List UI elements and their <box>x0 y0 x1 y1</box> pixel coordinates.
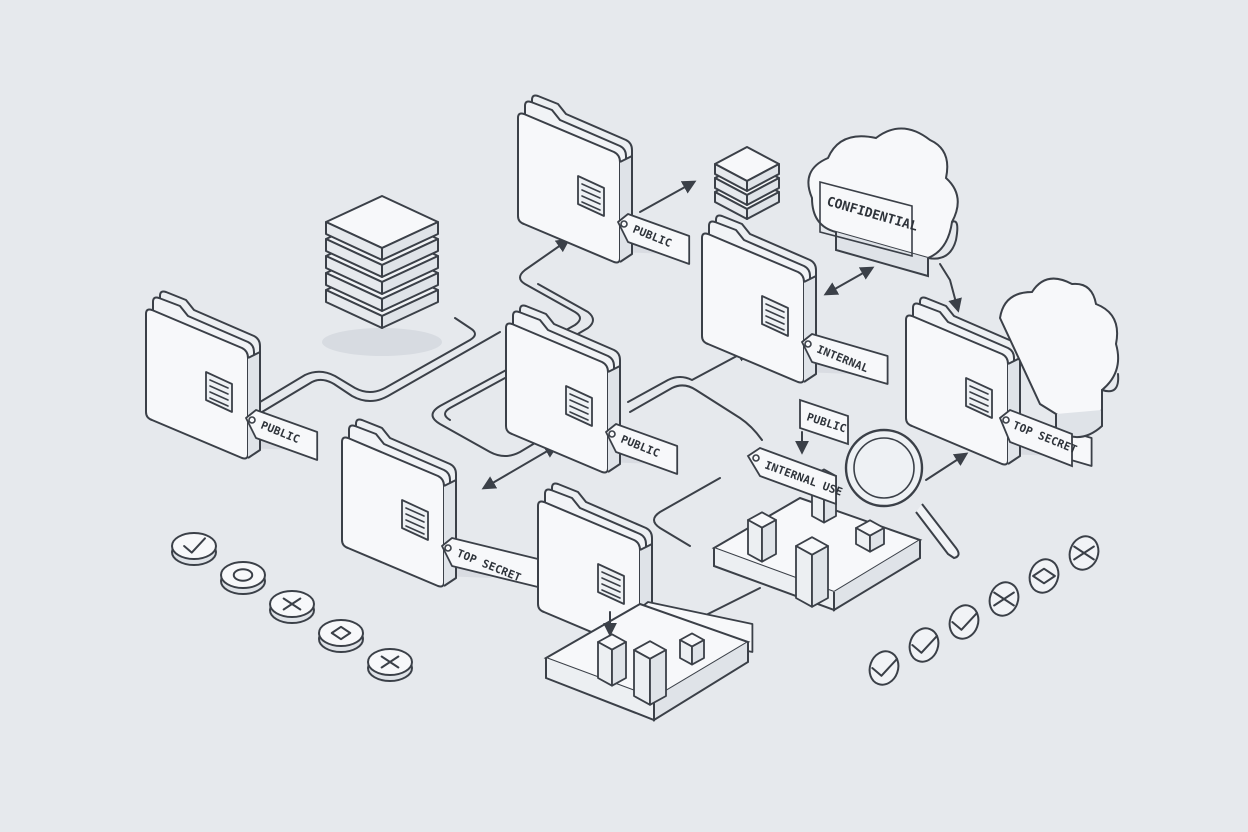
document-icon <box>565 385 593 427</box>
database-layer <box>714 146 780 192</box>
cloud-icon <box>998 277 1120 438</box>
connector <box>254 317 476 406</box>
connector <box>519 238 581 351</box>
check-icon <box>908 627 940 663</box>
connector <box>707 587 761 615</box>
folders: PUBLIC PUBLIC PUBLIC TOP SECRET INTERNAL INTE… <box>145 94 1093 653</box>
confidential-cloud: CONFIDENTIAL <box>807 127 959 278</box>
double-arrow <box>823 266 875 296</box>
connector <box>925 452 969 481</box>
cross-icon <box>269 590 315 624</box>
small-database-icon <box>714 146 780 220</box>
connector <box>627 348 751 403</box>
bar-pillar <box>679 632 705 666</box>
connectors <box>254 180 969 615</box>
bar-pillars <box>597 431 885 706</box>
folder-right-mid: INTERNAL <box>701 214 889 385</box>
bar-pillar <box>795 536 829 608</box>
bar-pillar <box>747 511 777 563</box>
platform-tag-internal: INTERNAL USE <box>746 446 844 506</box>
folder-tag: INTERNAL <box>801 333 889 385</box>
document-icon <box>965 377 993 419</box>
folder-tag: TOP SECRET <box>441 537 543 589</box>
square-icon <box>318 619 364 653</box>
connector <box>261 331 501 413</box>
circle-icon <box>220 561 266 595</box>
bar-pillar <box>597 633 627 687</box>
folder-left: PUBLIC <box>145 290 319 461</box>
connector <box>444 377 506 421</box>
status-icons-right <box>868 535 1100 686</box>
square-icon <box>1028 558 1060 594</box>
check-icon <box>948 604 980 640</box>
bar-pillar <box>855 519 885 553</box>
folder-mid-left: TOP SECRET <box>341 418 543 589</box>
double-arrow <box>481 444 559 490</box>
folder-icon <box>505 322 621 474</box>
check-icon <box>868 650 900 686</box>
folder-tag: PUBLIC <box>245 409 319 461</box>
bar-pillar <box>633 640 667 706</box>
cross-icon <box>988 581 1020 617</box>
cross-icon <box>1068 535 1100 571</box>
cross-icon <box>367 648 413 682</box>
document-icon <box>401 499 429 541</box>
connector <box>653 477 721 547</box>
folder-tag: PUBLIC <box>605 423 679 475</box>
connector <box>537 283 594 357</box>
check-icon <box>171 532 217 566</box>
folder-icon <box>517 112 633 264</box>
status-icons-left <box>171 532 413 682</box>
folder-top: PUBLIC <box>517 94 691 265</box>
connector <box>629 384 763 441</box>
folder-tag: PUBLIC <box>617 213 691 265</box>
platform-tag-public: PUBLIC <box>799 398 849 446</box>
folder-center: PUBLIC <box>505 304 679 475</box>
connector <box>939 263 962 313</box>
magnifying-glass-icon <box>844 428 960 560</box>
database-icon <box>322 195 442 356</box>
document-icon <box>577 175 605 217</box>
document-icon <box>205 371 233 413</box>
connector <box>639 180 697 213</box>
database-layer <box>325 195 439 261</box>
document-icon <box>761 295 789 337</box>
document-icon <box>597 563 625 605</box>
